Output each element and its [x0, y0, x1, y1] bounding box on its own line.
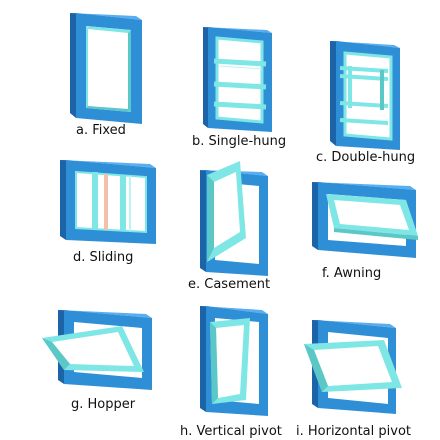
awning-window-icon — [312, 182, 418, 258]
horizontal-pivot-window-icon — [304, 320, 402, 414]
label-double-hung: c. Double-hung — [316, 150, 416, 165]
single-hung-window-icon — [203, 27, 272, 132]
casement-window-icon — [200, 161, 268, 276]
label-vertical-pivot: h. Vertical pivot — [180, 424, 282, 439]
label-hopper: g. Hopper — [71, 397, 136, 412]
label-horizontal-pivot: i. Horizontal pivot — [296, 424, 411, 439]
label-awning: f. Awning — [322, 266, 382, 281]
vertical-pivot-window-icon — [200, 306, 268, 416]
fixed-window-icon — [70, 13, 142, 124]
sliding-window-icon — [60, 160, 156, 244]
label-fixed: a. Fixed — [76, 123, 126, 138]
hopper-window-icon — [42, 310, 152, 390]
label-casement: e. Casement — [188, 277, 271, 292]
label-single-hung: b. Single-hung — [192, 134, 287, 149]
label-sliding: d. Sliding — [73, 250, 134, 265]
double-hung-window-icon — [330, 41, 400, 150]
